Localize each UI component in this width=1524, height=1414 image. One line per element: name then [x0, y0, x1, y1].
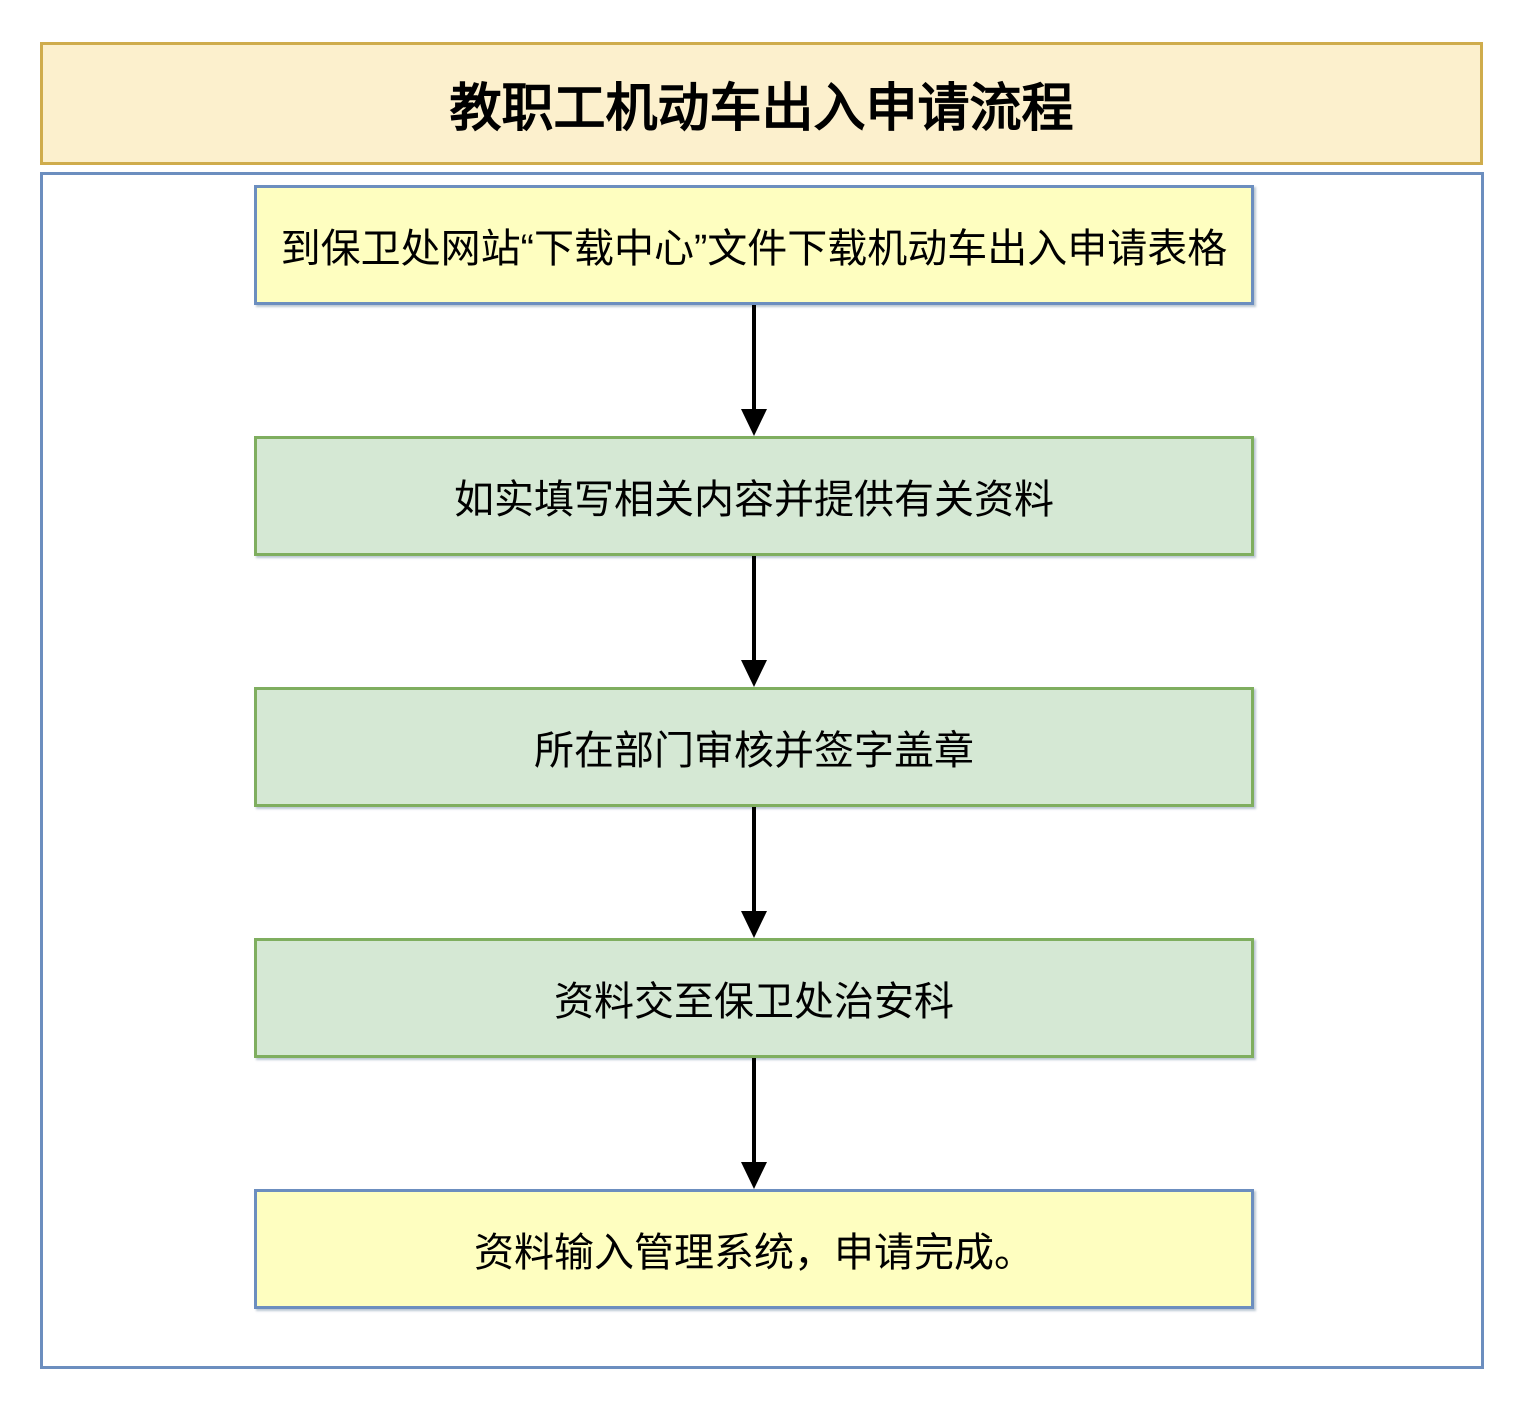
flow-step-label: 到保卫处网站“下载中心”文件下载机动车出入申请表格 [280, 227, 1228, 271]
flow-step-5: 资料输入管理系统，申请完成。 [254, 1189, 1254, 1309]
flow-step-label: 如实填写相关内容并提供有关资料 [454, 478, 1054, 522]
flowchart-container: 到保卫处网站“下载中心”文件下载机动车出入申请表格如实填写相关内容并提供有关资料… [40, 172, 1484, 1369]
flow-step-2: 如实填写相关内容并提供有关资料 [254, 436, 1254, 556]
flow-step-1: 到保卫处网站“下载中心”文件下载机动车出入申请表格 [254, 185, 1254, 305]
flow-step-3: 所在部门审核并签字盖章 [254, 687, 1254, 807]
flow-arrow-down-icon [740, 305, 768, 436]
flow-step-4: 资料交至保卫处治安科 [254, 938, 1254, 1058]
flow-arrow-down-icon [740, 1058, 768, 1189]
flowchart-title-box: 教职工机动车出入申请流程 [40, 42, 1483, 165]
flow-step-label: 资料交至保卫处治安科 [554, 980, 954, 1024]
flow-step-label: 资料输入管理系统，申请完成。 [474, 1231, 1034, 1275]
flow-arrow-down-icon [740, 556, 768, 687]
flow-step-label: 所在部门审核并签字盖章 [534, 729, 974, 773]
flowchart-steps: 到保卫处网站“下载中心”文件下载机动车出入申请表格如实填写相关内容并提供有关资料… [254, 185, 1254, 1309]
page-title: 教职工机动车出入申请流程 [449, 80, 1074, 138]
flow-arrow-down-icon [740, 807, 768, 938]
